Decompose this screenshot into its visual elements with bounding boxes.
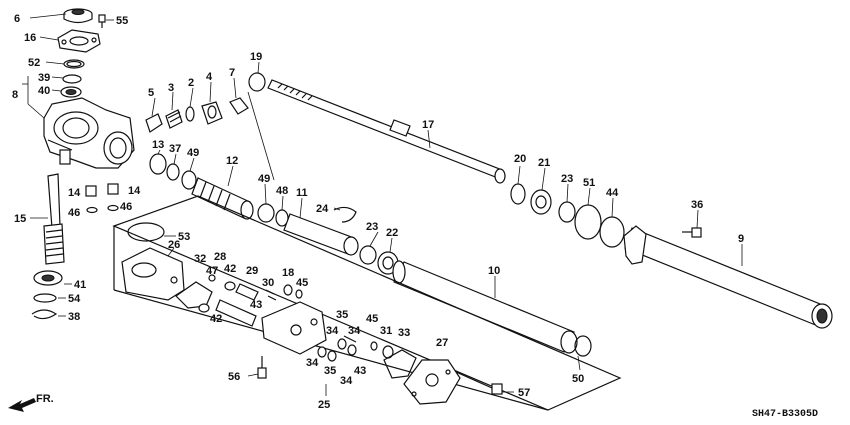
callout-35a: 35	[336, 309, 348, 321]
callout-31: 31	[380, 325, 392, 337]
callout-27: 27	[436, 337, 448, 349]
callout-34a: 34	[326, 325, 339, 337]
callout-7: 7	[229, 67, 235, 79]
callout-labels: 6 55 16 52 39 8 40 5 3 2 4 7 19 17 13 37…	[12, 13, 744, 411]
callout-51: 51	[583, 177, 595, 189]
callout-9: 9	[738, 233, 744, 245]
cylinder-tube	[392, 260, 592, 357]
callout-24: 24	[316, 203, 329, 215]
callout-34b: 34	[348, 325, 361, 337]
seal-set-lower	[359, 245, 399, 275]
callout-45b: 45	[366, 313, 378, 325]
callout-49: 49	[187, 147, 199, 159]
callout-55: 55	[116, 15, 128, 27]
front-direction-arrow	[8, 398, 36, 412]
callout-29: 29	[246, 265, 258, 277]
callout-22: 22	[386, 227, 398, 239]
callout-5: 5	[148, 87, 154, 99]
callout-4: 4	[206, 71, 213, 83]
cylinder-group	[191, 177, 289, 227]
callout-26: 26	[168, 239, 180, 251]
callout-40: 40	[38, 85, 50, 97]
callout-43b: 43	[354, 365, 366, 377]
valve-parts-row	[145, 97, 249, 133]
callout-33: 33	[398, 327, 410, 339]
callout-43a: 43	[250, 299, 262, 311]
piston-rod	[283, 206, 359, 256]
callout-18: 18	[282, 267, 294, 279]
callout-57: 57	[518, 387, 530, 399]
callout-19: 19	[250, 51, 262, 63]
gear-housing-group	[43, 8, 135, 169]
callout-46a: 46	[68, 207, 80, 219]
callout-28: 28	[214, 251, 226, 263]
callout-46b: 46	[120, 201, 132, 213]
callout-56: 56	[228, 371, 240, 383]
callout-30: 30	[262, 277, 274, 289]
callout-39: 39	[38, 72, 50, 84]
callout-36: 36	[691, 199, 703, 211]
callout-16: 16	[24, 32, 36, 44]
rack-shaft	[248, 72, 506, 184]
callout-37: 37	[169, 143, 181, 155]
rack-housing-tube	[623, 225, 833, 329]
callout-14a: 14	[68, 187, 81, 199]
callout-44: 44	[606, 187, 619, 199]
callout-23b: 23	[366, 221, 378, 233]
callout-21: 21	[538, 157, 550, 169]
callout-11: 11	[296, 187, 308, 199]
callout-8: 8	[12, 89, 18, 101]
callout-35b: 35	[324, 365, 336, 377]
callout-6: 6	[14, 13, 20, 25]
callout-13: 13	[152, 139, 164, 151]
callout-23a: 23	[561, 173, 573, 185]
callout-12: 12	[226, 155, 238, 167]
callout-15: 15	[14, 213, 26, 225]
front-direction-label: FR.	[36, 393, 54, 405]
callout-42b: 42	[210, 313, 222, 325]
callout-41: 41	[74, 279, 86, 291]
callout-50: 50	[572, 373, 584, 385]
callout-20: 20	[514, 153, 526, 165]
callout-14b: 14	[128, 185, 141, 197]
callout-47: 47	[206, 265, 218, 277]
callout-38: 38	[68, 311, 80, 323]
callout-17: 17	[422, 119, 434, 131]
callout-3: 3	[168, 82, 174, 94]
ring-set-upper	[149, 153, 197, 190]
callout-54: 54	[68, 293, 81, 305]
valve-body-box	[112, 195, 622, 411]
callout-25: 25	[318, 399, 330, 411]
callout-42a: 42	[224, 263, 236, 275]
callout-32: 32	[194, 253, 206, 265]
callout-10: 10	[488, 265, 500, 277]
callout-34d: 34	[340, 375, 353, 387]
callout-53: 53	[178, 231, 190, 243]
callout-2: 2	[188, 77, 194, 89]
callout-45a: 45	[296, 277, 308, 289]
callout-34c: 34	[306, 357, 319, 369]
callout-48: 48	[276, 185, 288, 197]
pinion-group	[31, 173, 119, 320]
callout-49b: 49	[258, 173, 270, 185]
leader-lines	[22, 13, 743, 396]
callout-52: 52	[28, 57, 40, 69]
diagram-code: SH47-B3305D	[752, 409, 818, 420]
